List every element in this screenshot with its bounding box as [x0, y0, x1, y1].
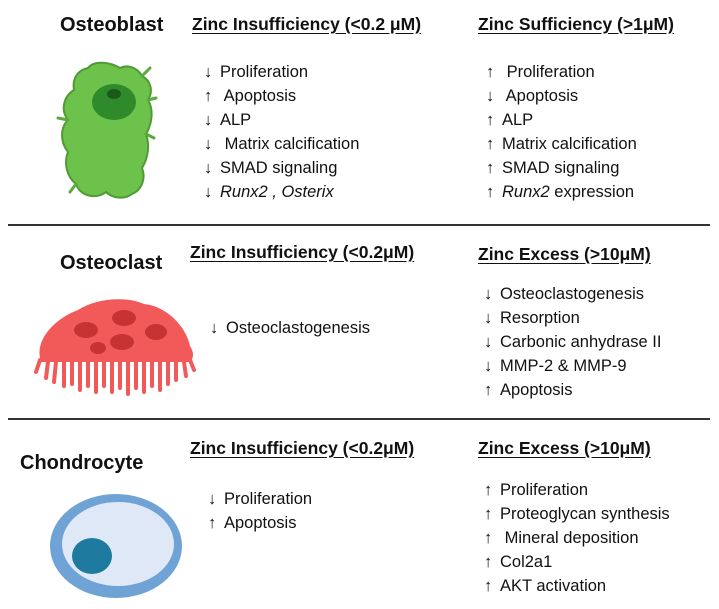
- list-item: ↑Matrix calcification: [486, 135, 637, 153]
- osteoclast-title: Osteoclast: [60, 252, 163, 274]
- list-item: ↑ Mineral deposition: [484, 529, 639, 547]
- section-divider: [8, 418, 710, 420]
- list-item: ↑ Apoptosis: [204, 87, 297, 105]
- osteoclast-left-heading: Zinc Insufficiency (<0.2μM): [190, 242, 415, 262]
- list-item: ↓Carbonic anhydrase II: [484, 333, 662, 351]
- osteoblast-sufficiency-list: ↑ Proliferation ↓ Apoptosis ↑ALP ↑Matrix…: [486, 60, 637, 204]
- osteoblast-left-heading: Zinc Insufficiency (<0.2 μM): [192, 14, 422, 34]
- list-item: ↑ALP: [486, 111, 534, 129]
- list-item: ↓Runx2 , Osterix: [204, 183, 334, 201]
- list-item: ↑AKT activation: [484, 577, 607, 595]
- osteoblast-title: Osteoblast: [60, 14, 164, 36]
- chondrocyte-right-heading: Zinc Excess (>10μM): [478, 438, 651, 458]
- list-item: ↓Osteoclastogenesis: [210, 319, 370, 337]
- list-item: ↑Proteoglycan synthesis: [484, 505, 670, 523]
- osteoclast-insufficiency-list: ↓Osteoclastogenesis: [210, 316, 370, 340]
- list-item: ↓ALP: [204, 111, 252, 129]
- list-item: ↓Osteoclastogenesis: [484, 285, 644, 303]
- section-divider: [8, 224, 710, 226]
- list-item: ↑Runx2 expression: [486, 183, 635, 201]
- list-item: ↓ Apoptosis: [486, 87, 579, 105]
- list-item: ↑Apoptosis: [208, 514, 297, 532]
- chondrocyte-excess-list: ↑Proliferation ↑Proteoglycan synthesis ↑…: [484, 478, 670, 598]
- list-item: ↓Resorption: [484, 309, 580, 327]
- list-item: ↓SMAD signaling: [204, 159, 338, 177]
- list-item: ↓Proliferation: [208, 490, 313, 508]
- osteoblast-cell-icon: [56, 61, 158, 199]
- list-item: ↑Proliferation: [484, 481, 589, 499]
- osteoblast-right-heading: Zinc Sufficiency (>1μM): [478, 14, 674, 34]
- osteoblast-insufficiency-list: ↓Proliferation ↑ Apoptosis ↓ALP ↓ Matrix…: [204, 60, 359, 204]
- chondrocyte-insufficiency-list: ↓Proliferation ↑Apoptosis: [208, 487, 312, 535]
- chondrocyte-title: Chondrocyte: [20, 452, 144, 474]
- list-item: ↑SMAD signaling: [486, 159, 620, 177]
- chondrocyte-left-heading: Zinc Insufficiency (<0.2μM): [190, 438, 415, 458]
- list-item: ↓MMP-2 & MMP-9: [484, 357, 627, 375]
- list-item: ↓Proliferation: [204, 63, 309, 81]
- list-item: ↑Apoptosis: [484, 381, 573, 399]
- list-item: ↑ Proliferation: [486, 63, 595, 81]
- chondrocyte-cell-icon: [50, 494, 182, 598]
- list-item: ↓ Matrix calcification: [204, 135, 360, 153]
- osteoclast-right-heading: Zinc Excess (>10μM): [478, 244, 651, 264]
- osteoclast-excess-list: ↓Osteoclastogenesis ↓Resorption ↓Carboni…: [484, 282, 661, 402]
- list-item: ↑Col2a1: [484, 553, 553, 571]
- osteoclast-cell-icon: [34, 299, 196, 396]
